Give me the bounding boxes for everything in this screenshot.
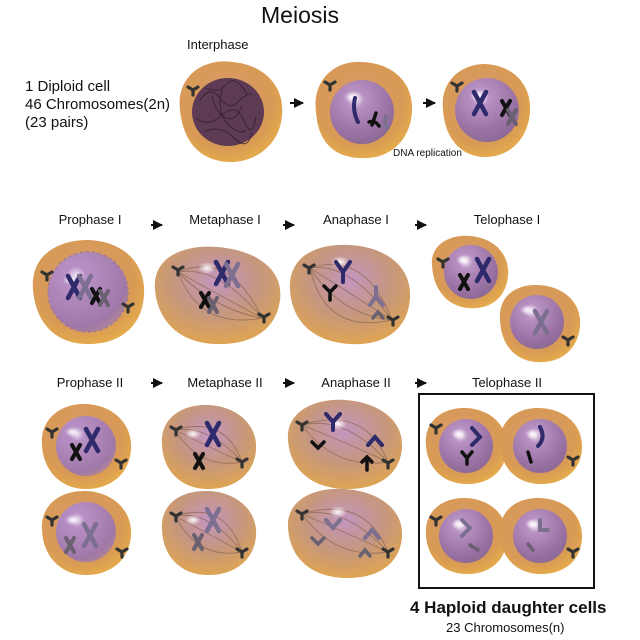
cell-anaphase-1 — [289, 244, 411, 345]
cell-metaphase-2-top — [161, 404, 257, 490]
daughter-cell-2 — [499, 407, 583, 485]
cell-telophase-1-bottom — [499, 284, 581, 363]
interphase-cell-1 — [179, 61, 283, 163]
stage-label-metaphase-1: Metaphase I — [189, 212, 261, 227]
cell-anaphase-2-top — [287, 399, 403, 490]
diploid-info-line-1: 1 Diploid cell — [25, 78, 111, 95]
stage-label-prophase-1: Prophase I — [58, 212, 122, 227]
stage-label-metaphase-2: Metaphase II — [187, 375, 263, 390]
daughter-cell-3 — [425, 497, 508, 575]
result-title: 4 Haploid daughter cells — [410, 598, 607, 617]
diploid-info-line-3: (23 pairs) — [25, 114, 89, 131]
cell-metaphase-1 — [154, 246, 281, 345]
diploid-info-line-2: 46 Chromosomes(2n) — [25, 96, 171, 113]
haploid-result-box — [418, 393, 595, 589]
diagram-title: Meiosis — [261, 2, 339, 28]
interphase-cell-2 — [315, 61, 413, 159]
cell-prophase-1 — [32, 240, 145, 345]
cell-prophase-2-top — [41, 403, 132, 490]
stage-label-interphase: Interphase — [187, 37, 249, 52]
diploid-cell-info: 1 Diploid cell 46 Chromosomes(2n) (23 pa… — [25, 78, 170, 132]
cell-prophase-2-bottom — [41, 490, 132, 576]
stage-label-anaphase-1: Anaphase I — [323, 212, 389, 227]
stage-label-prophase-2: Prophase II — [56, 375, 124, 390]
stage-label-anaphase-2: Anaphase II — [321, 375, 391, 390]
daughter-cell-4 — [499, 497, 583, 575]
stage-label-telophase-2: Telophase II — [471, 375, 543, 390]
result-subtitle: 23 Chromosomes(n) — [446, 620, 565, 635]
cell-telophase-1-top — [431, 235, 509, 309]
dna-replication-label: DNA replication — [393, 148, 462, 159]
daughter-cell-1 — [425, 407, 508, 485]
cell-anaphase-2-bottom — [287, 488, 403, 579]
interphase-cell-3 — [442, 64, 531, 158]
stage-label-telophase-1: Telophase I — [473, 212, 541, 227]
cell-metaphase-2-bottom — [161, 490, 257, 576]
